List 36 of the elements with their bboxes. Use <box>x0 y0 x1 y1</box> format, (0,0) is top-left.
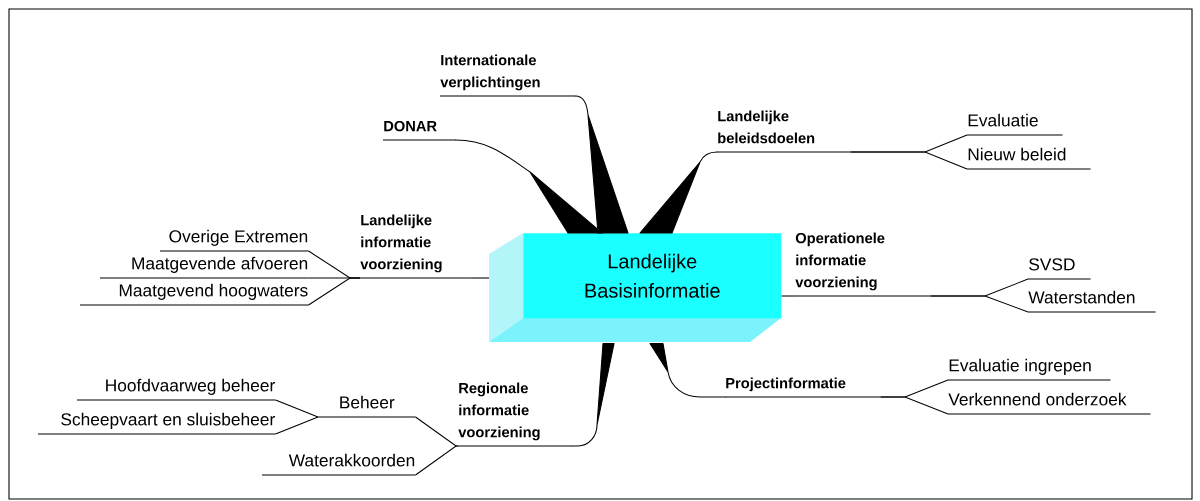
branch-label: Evaluatie <box>966 113 1064 136</box>
branch-label: Beheer <box>317 395 417 418</box>
branch-label: Evaluatie ingrepen <box>947 358 1112 381</box>
branch-wedge <box>649 343 726 398</box>
branch-label: Verkennend onderzoek <box>947 392 1152 415</box>
branch-wedge <box>575 95 629 234</box>
center-box: Landelijke Basisinformatie <box>489 233 782 342</box>
connector <box>880 396 949 415</box>
topic-label: Projectinformatie <box>724 377 882 398</box>
connector <box>850 151 968 170</box>
connector <box>275 416 319 435</box>
branch-label: Maatgevend hoogwaters <box>79 283 310 306</box>
topic-label: DONAR <box>382 120 457 141</box>
connector <box>930 295 1029 313</box>
topic-label: Landelijke beleidsdoelen <box>716 110 852 153</box>
branch-wedge <box>455 139 603 234</box>
branch-wedge <box>639 151 718 234</box>
connector <box>308 277 361 306</box>
topic-label: Landelijke informatie voorziening <box>359 214 472 279</box>
topic-label: Operationele informatie voorziening <box>794 232 932 297</box>
branch-label: Nieuw beleid <box>966 147 1092 170</box>
connector <box>415 445 459 476</box>
branch-label: Maatgevende afvoeren <box>99 256 310 279</box>
connector <box>275 399 319 418</box>
branch-label: Waterakkoorden <box>261 453 417 476</box>
branch-label: SVSD <box>1027 258 1092 280</box>
connector <box>470 277 490 279</box>
connector <box>781 295 796 297</box>
branch-label: Waterstanden <box>1027 290 1157 313</box>
connector <box>415 416 459 447</box>
branch-label: Hoofdvaarweg beheer <box>76 378 277 401</box>
topic-label: Internationale verplichtingen <box>439 54 577 97</box>
topic-label: Regionale informatie voorziening <box>457 382 574 447</box>
branch-label: Overige Extremen <box>159 229 310 252</box>
branch-label: Scheepvaart en sluisbeheer <box>37 412 277 435</box>
branch-wedge <box>572 343 615 447</box>
